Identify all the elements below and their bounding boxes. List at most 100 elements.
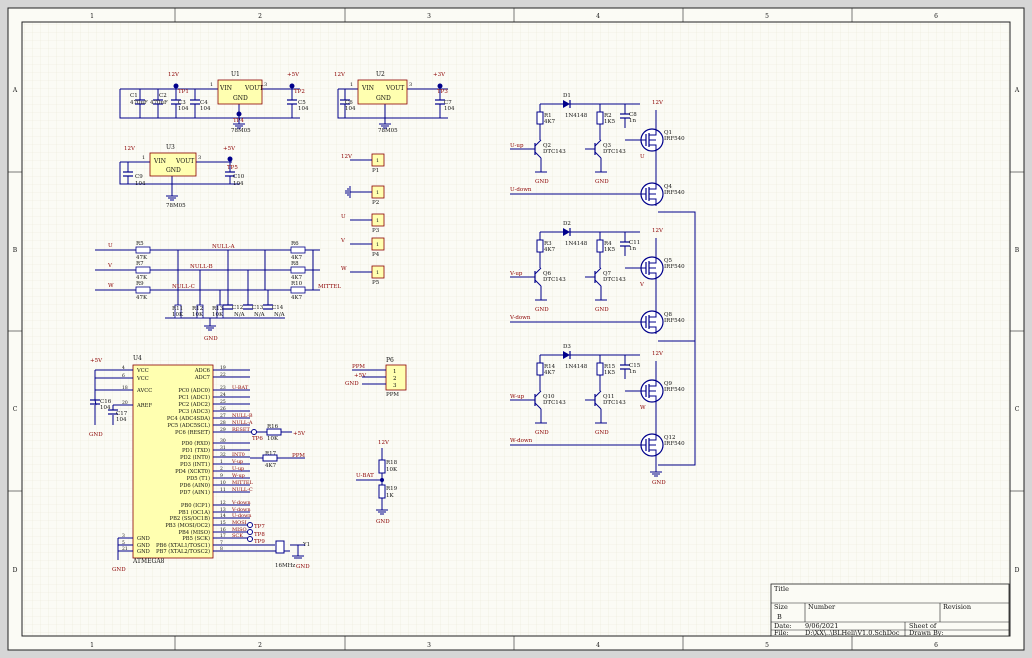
u2-vin: VIN: [361, 85, 374, 92]
phase_u-out: U: [640, 154, 645, 160]
mcu-right-pin-13: PD4 (XCKT0): [175, 468, 210, 475]
tp7-ref: TP7: [254, 524, 265, 530]
mcu-right-pin-6: PC4 (ADC4SDA): [167, 415, 210, 422]
mcu-left-pinnum-0: 4: [122, 365, 125, 371]
mcu-left-pin-2: AVCC: [136, 388, 152, 394]
frame-col-bottom-1: 1: [90, 642, 94, 649]
frame-col-bottom-4: 4: [596, 642, 600, 649]
phase_w-qa-part: DTC143: [543, 400, 566, 406]
mcu-net-22: SCK: [232, 533, 243, 539]
phase_v-12v: 12V: [652, 228, 664, 234]
c14-value: N/A: [274, 312, 286, 318]
divider-net-ubat: U-BAT: [356, 473, 374, 479]
mcu-right-pinnum-15: 10: [220, 480, 226, 486]
mcu-left-pinnum-4: 3: [122, 533, 125, 539]
frame-col-bottom-6: 6: [934, 642, 938, 649]
phase_v-qlo-part: IRF540: [664, 318, 685, 324]
r16-ref: R16: [267, 424, 279, 430]
mcu-right-pinnum-23: 7: [220, 540, 223, 546]
net-mittel: MITTEL: [318, 284, 341, 290]
mcu-right-pinnum-8: 29: [220, 427, 226, 433]
phase_v-rb-ref: R4: [604, 241, 612, 247]
tp5-ref: TP5: [227, 165, 238, 171]
phase_w-qb-part: DTC143: [603, 400, 626, 406]
phase_w-diode-part: 1N4148: [565, 364, 588, 370]
c1-ref: C1: [130, 93, 138, 99]
date-label: Date:: [774, 622, 792, 630]
mcu-right-pin-17: PB0 (ICP1): [181, 502, 210, 509]
p6-pin-2: 2: [393, 376, 397, 382]
u1-pin-in: 1: [210, 82, 213, 88]
mcu-right-pin-2: PC0 (ADC0): [178, 387, 210, 394]
net-null-b: NULL-B: [190, 264, 213, 270]
mcu-right-pinnum-7: 28: [220, 420, 226, 426]
phase_w-gnd-b: GND: [595, 430, 609, 436]
u1-part: 78M05: [231, 128, 251, 134]
phase_w-gnd-a: GND: [535, 430, 549, 436]
c14-ref: C14: [272, 305, 284, 311]
mcu-left-pinnum-3: 20: [122, 400, 128, 406]
r17-value: 4K7: [265, 463, 277, 469]
phase_w-in-up: W-up: [510, 394, 525, 400]
mcu-right-pinnum-3: 24: [220, 392, 226, 398]
phase_v-cap-value: 1n: [629, 246, 636, 252]
p6-net-ppm: PPM: [352, 364, 365, 370]
phase_w-qlo-part: IRF540: [664, 441, 685, 447]
mcu-net-20: MOSI: [232, 520, 247, 526]
frame-col-top-3: 3: [427, 13, 431, 20]
phase_u-diode-ref: D1: [563, 93, 571, 99]
p5-net: W: [341, 266, 347, 272]
power-labels: C1 470uF C2 470uF C3 104 C4 104 C5 104 C…: [124, 72, 455, 187]
p6-pin-3: 3: [393, 383, 397, 389]
mcu-left-pinnum-5: 5: [122, 540, 125, 546]
u3-vin: VIN: [153, 158, 166, 165]
net-5v-u3: +5V: [223, 146, 236, 152]
bemf-resistors: [135, 246, 306, 319]
p3-net: U: [341, 214, 346, 220]
power-ground-symbols: [166, 118, 391, 201]
phase_w-ra-value: 4K7: [544, 370, 556, 376]
phase_u-gnd-b: GND: [595, 179, 609, 185]
phase_v-qhi-ref: Q5: [664, 258, 673, 264]
regulator-u3: U3 VIN VOUT GND 78M05 1 3: [142, 144, 201, 209]
c9-ref: C9: [135, 174, 143, 180]
phase_u-rb-ref: R2: [604, 113, 612, 119]
frame-col-top-6: 6: [934, 13, 938, 20]
p6-pin-1: 1: [393, 369, 397, 375]
phase_w-qhi-ref: Q9: [664, 381, 673, 387]
regulator-u2: U2 VIN VOUT GND 78M05 1 3: [350, 71, 412, 134]
bridge-phase_w: D31N4148R144K7R151K5C151nQ10DTC143Q11DTC…: [510, 344, 685, 457]
p3-ref: P3: [372, 228, 380, 234]
mcu-left-pinnum-1: 6: [122, 373, 125, 379]
phase_u-qb-ref: Q3: [603, 143, 612, 149]
c2-ref: C2: [159, 93, 167, 99]
mcu-part: ATMEGA8: [132, 558, 165, 565]
phase_w-in-down: W-down: [510, 438, 533, 444]
size-label: Size: [774, 603, 788, 611]
phase_u-qhi-ref: Q1: [664, 130, 672, 136]
net-3v-u2: +3V: [433, 72, 446, 78]
c12-ref: C12: [232, 305, 243, 311]
r5-value: 47K: [136, 255, 148, 261]
bemf-net-w: W: [108, 283, 114, 289]
phase_v-diode-part: 1N4148: [565, 241, 588, 247]
mcu-right-pinnum-14: 9: [220, 473, 223, 479]
c10-ref: C10: [233, 174, 245, 180]
bridge-output-bus: [658, 211, 696, 466]
u3-pin-out: 3: [198, 155, 201, 161]
c13-ref: C13: [252, 305, 264, 311]
u3-gnd: GND: [166, 167, 181, 174]
mcu-right-pinnum-16: 11: [220, 487, 226, 493]
mcu-right-pinnum-19: 14: [220, 513, 226, 519]
net-12v-u3: 12V: [124, 146, 136, 152]
mcu-ref: U4: [133, 355, 142, 362]
r10-value: 4K7: [291, 295, 303, 301]
mcu-right-pinnum-4: 25: [220, 399, 226, 405]
mcu-right-pinnum-9: 30: [220, 438, 226, 444]
phase_v-in-down: V-down: [509, 315, 531, 321]
ppm-connector-p6: P6 1 2 3 PPM PPM +5V GND: [345, 357, 407, 398]
mcu-right-pin-3: PC1 (ADC1): [178, 394, 210, 401]
